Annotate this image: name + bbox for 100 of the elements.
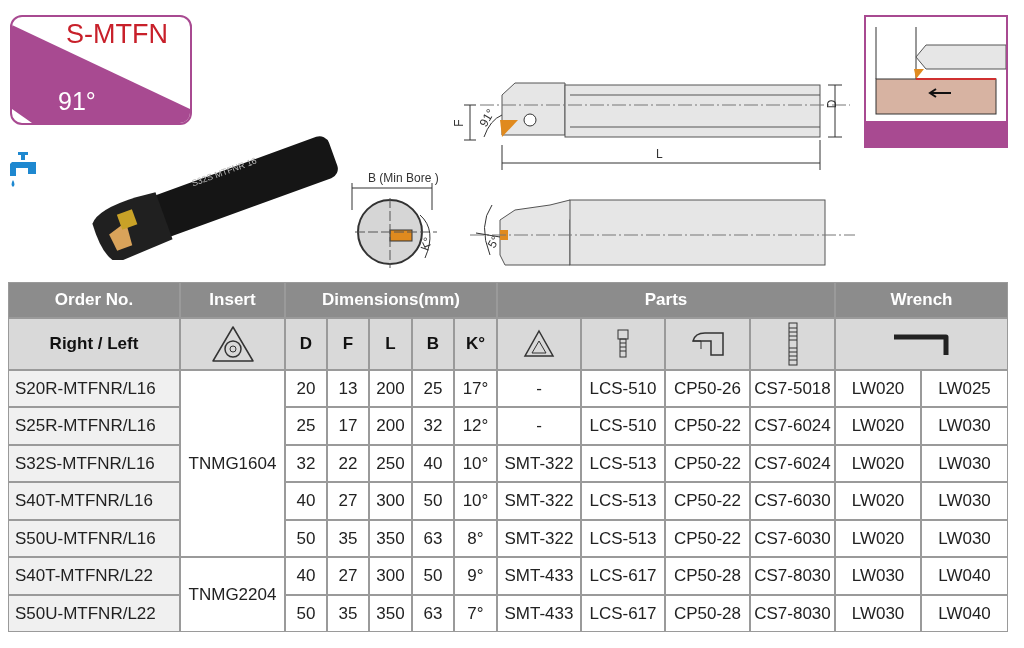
table-cell: TNMG1604 xyxy=(180,370,285,557)
table-cell: LCS-510 xyxy=(581,407,665,445)
table-cell: 27 xyxy=(327,557,369,595)
table-cell: S50U-MTFNR/L16 xyxy=(8,520,180,557)
table-cell: CS7-8030 xyxy=(750,595,835,632)
column-header: B xyxy=(412,318,454,370)
table-cell: CS7-6024 xyxy=(750,445,835,482)
table-cell: CP50-28 xyxy=(665,557,750,595)
column-header: Dimensions(mm) xyxy=(285,282,497,318)
table-cell: 10° xyxy=(454,445,497,482)
table-cell: CP50-22 xyxy=(665,445,750,482)
table-cell: SMT-322 xyxy=(497,520,581,557)
table-cell: S40T-MTFNR/L22 xyxy=(8,557,180,595)
table-cell: 32 xyxy=(285,445,327,482)
table-cell: 50 xyxy=(285,520,327,557)
table-cell: SMT-322 xyxy=(497,482,581,520)
table-cell: 10° xyxy=(454,482,497,520)
column-header: D xyxy=(285,318,327,370)
badge-title: S-MTFN xyxy=(66,21,168,48)
dimension-label: D xyxy=(826,99,839,109)
table-cell: LW020 xyxy=(835,407,921,445)
table-cell: S40T-MTFNR/L16 xyxy=(8,482,180,520)
column-header: F xyxy=(327,318,369,370)
table-cell: TNMG2204 xyxy=(180,557,285,632)
column-header: L xyxy=(369,318,412,370)
table-cell: 9° xyxy=(454,557,497,595)
table-cell: - xyxy=(497,407,581,445)
angle-label: 5° xyxy=(485,234,502,250)
dimension-label: F xyxy=(452,119,465,127)
table-cell: CP50-26 xyxy=(665,370,750,407)
table-cell: LCS-513 xyxy=(581,482,665,520)
dimension-label: B (Min Bore ) xyxy=(368,172,439,184)
table-cell: CS7-8030 xyxy=(750,557,835,595)
table-cell: LW030 xyxy=(921,482,1008,520)
table-cell: LW030 xyxy=(921,445,1008,482)
table-cell: CP50-22 xyxy=(665,407,750,445)
table-cell: 50 xyxy=(285,595,327,632)
table-cell: LCS-513 xyxy=(581,520,665,557)
table-cell: 350 xyxy=(369,520,412,557)
angle-label: K° xyxy=(418,235,435,253)
column-header: K° xyxy=(454,318,497,370)
table-cell: 7° xyxy=(454,595,497,632)
table-cell: LW040 xyxy=(921,595,1008,632)
table-cell: CS7-6030 xyxy=(750,482,835,520)
table-cell: 250 xyxy=(369,445,412,482)
table-cell: CS7-6030 xyxy=(750,520,835,557)
angle-label: 91° xyxy=(58,89,96,114)
table-cell: 300 xyxy=(369,482,412,520)
table-cell: 350 xyxy=(369,595,412,632)
table-cell: 20 xyxy=(285,370,327,407)
table-cell: 17° xyxy=(454,370,497,407)
table-cell: LW020 xyxy=(835,445,921,482)
table-cell: 25 xyxy=(285,407,327,445)
table-cell: 40 xyxy=(285,482,327,520)
angle-label: 91° xyxy=(477,107,497,129)
column-header: Wrench xyxy=(835,282,1008,318)
table-cell: 35 xyxy=(327,520,369,557)
column-header: Right / Left xyxy=(8,318,180,370)
table-cell: SMT-322 xyxy=(497,445,581,482)
column-header: Parts xyxy=(497,282,835,318)
table-cell: LW025 xyxy=(921,370,1008,407)
table-cell: 8° xyxy=(454,520,497,557)
table-cell: 63 xyxy=(412,520,454,557)
table-cell: S25R-MTFNR/L16 xyxy=(8,407,180,445)
table-cell: LW030 xyxy=(921,407,1008,445)
table-cell: S50U-MTFNR/L22 xyxy=(8,595,180,632)
table-cell: LCS-617 xyxy=(581,557,665,595)
table-cell: LW030 xyxy=(835,595,921,632)
table-cell: CP50-22 xyxy=(665,482,750,520)
table-cell: 25 xyxy=(412,370,454,407)
table-cell: S20R-MTFNR/L16 xyxy=(8,370,180,407)
table-cell: LW020 xyxy=(835,520,921,557)
table-cell: 32 xyxy=(412,407,454,445)
table-cell: CS7-5018 xyxy=(750,370,835,407)
column-header: Insert xyxy=(180,282,285,318)
table-cell: 40 xyxy=(412,445,454,482)
table-cell: SMT-433 xyxy=(497,557,581,595)
table-cell: LW030 xyxy=(835,557,921,595)
table-cell: LCS-513 xyxy=(581,445,665,482)
table-cell: 200 xyxy=(369,407,412,445)
table-cell: LCS-617 xyxy=(581,595,665,632)
table-cell: LW030 xyxy=(921,520,1008,557)
table-cell: S32S-MTFNR/L16 xyxy=(8,445,180,482)
table-cell: LW020 xyxy=(835,482,921,520)
table-cell: 12° xyxy=(454,407,497,445)
table-cell: 50 xyxy=(412,557,454,595)
table-cell: CP50-28 xyxy=(665,595,750,632)
table-cell: 27 xyxy=(327,482,369,520)
table-cell: 13 xyxy=(327,370,369,407)
column-header: Order No. xyxy=(8,282,180,318)
table-cell: 40 xyxy=(285,557,327,595)
table-cell: 63 xyxy=(412,595,454,632)
table-cell: SMT-433 xyxy=(497,595,581,632)
table-cell: - xyxy=(497,370,581,407)
table-cell: CS7-6024 xyxy=(750,407,835,445)
dimension-label: L xyxy=(656,148,663,160)
table-cell: CP50-22 xyxy=(665,520,750,557)
table-cell: 35 xyxy=(327,595,369,632)
table-cell: 17 xyxy=(327,407,369,445)
table-cell: 22 xyxy=(327,445,369,482)
